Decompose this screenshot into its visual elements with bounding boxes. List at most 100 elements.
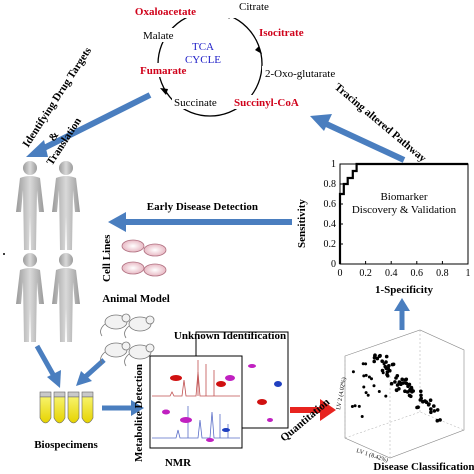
human-figure-icon	[52, 161, 80, 250]
petri-dish-icon	[143, 243, 167, 257]
animal-model-label: Animal Model	[102, 293, 170, 305]
scatter-point	[357, 404, 361, 408]
early-detection-label: Early Disease Detection	[147, 201, 258, 213]
mouse-icon	[124, 315, 155, 339]
scatter-point	[409, 394, 413, 399]
tca-title-line2: CYCLE	[185, 54, 221, 66]
roc-x-tick: 0.8	[436, 268, 449, 279]
scatter-point	[428, 398, 433, 403]
spectrum-peaks	[197, 360, 215, 396]
disease-classification-label: Disease Classification	[373, 461, 474, 473]
roc-x-tick: 0.2	[359, 268, 372, 279]
scatter-point	[423, 399, 427, 403]
scatter-point	[416, 405, 420, 410]
flow-arrows	[26, 92, 410, 421]
tube-icon	[81, 391, 94, 424]
scatter-point	[373, 354, 377, 358]
tracing-arrowhead-icon	[310, 114, 332, 131]
scatter-point	[432, 409, 437, 413]
isocitrate-label: Isocitrate	[259, 27, 304, 39]
roc-x-tick: 0	[338, 268, 343, 279]
roc-xlabel: 1-Specificity	[375, 284, 434, 296]
petri-dish-icon	[121, 239, 145, 253]
scatter-point	[381, 371, 385, 375]
roc-curve	[338, 162, 468, 264]
scatter-point	[427, 402, 431, 406]
human-subjects	[16, 161, 80, 342]
scatter-point	[393, 380, 397, 384]
scatter-point	[378, 353, 382, 358]
scatter-point	[364, 391, 368, 395]
scatter-point	[403, 378, 407, 382]
roc-x-tick: 0.4	[385, 268, 398, 279]
human-figure-icon	[16, 161, 44, 250]
roc-x-tick: 0.6	[411, 268, 424, 279]
citrate-label: Citrate	[239, 1, 269, 13]
scatter-point	[406, 384, 410, 389]
cross-peak	[248, 364, 256, 368]
scatter3d-grid	[344, 330, 465, 458]
scatter-point	[367, 375, 371, 379]
cross-peak	[206, 438, 214, 442]
scatter-point	[385, 374, 390, 378]
cycle-arrowhead-icon	[255, 46, 262, 54]
human-figure-icon	[16, 253, 44, 342]
cross-peak	[216, 381, 226, 387]
scatter-point	[410, 390, 414, 394]
scatter-point	[403, 389, 407, 394]
scatter-point	[435, 418, 440, 423]
scatter3d-box	[344, 329, 465, 459]
arrowhead-icon	[76, 371, 92, 386]
spectrum-trace-blue	[152, 411, 240, 439]
early-detection-arrowhead-icon	[108, 212, 126, 232]
scatter-point	[350, 405, 354, 408]
scatter-point	[438, 418, 442, 422]
scatter-point	[377, 390, 381, 393]
oxoglutarate-label: 2-Oxo-glutarate	[265, 68, 335, 80]
arrowhead-icon	[47, 370, 61, 388]
roc-x-tick: 1	[466, 268, 471, 279]
cross-peak	[180, 417, 192, 423]
animal-to-biospecimen-arrow	[82, 358, 106, 380]
scatter-point	[360, 415, 364, 418]
mouse-icon	[100, 313, 131, 337]
scatter-point	[384, 366, 388, 370]
scatter-point	[389, 381, 394, 386]
scatter-point	[405, 390, 410, 394]
scatter-point	[429, 407, 433, 411]
quantitation-arrowhead-icon	[320, 399, 336, 421]
roc-y-tick: 0	[331, 259, 336, 270]
scatter-point	[409, 385, 414, 390]
scatter-point	[419, 396, 424, 401]
identifying-arrowhead-icon	[26, 140, 48, 157]
cross-peak	[257, 399, 267, 405]
roc-ylabel: Sensitivity	[296, 199, 308, 248]
cross-peak	[267, 418, 273, 422]
oxaloacetate-label: Oxaloacetate	[135, 6, 196, 18]
tracing-label: Tracing altered Pathway	[332, 81, 429, 165]
human-to-biospecimen-arrow	[34, 344, 58, 380]
scatter-point	[380, 359, 385, 364]
mouse-icon	[100, 341, 131, 365]
cross-peak	[225, 375, 235, 381]
roc-box-label-line1: Biomarker	[380, 191, 427, 203]
nmr-label: NMR	[165, 457, 192, 469]
biospecimens-label: Biospecimens	[34, 439, 98, 451]
scatter-point	[435, 408, 440, 412]
roc-y-tick: 0.8	[324, 179, 337, 190]
stray-dot	[3, 253, 5, 255]
fumarate-label: Fumarate	[140, 65, 187, 77]
roc-y-tick: 0.6	[324, 199, 337, 210]
scatter-point	[370, 377, 373, 381]
scatter-point	[362, 374, 366, 378]
succinate-label: Succinate	[174, 97, 217, 109]
scatter-point	[361, 362, 365, 366]
spectrum-trace-red	[152, 371, 240, 397]
arrowhead-icon	[131, 400, 144, 416]
scatter-point	[351, 370, 355, 374]
roc-plot-area	[339, 163, 469, 265]
scatter-point	[364, 362, 368, 366]
scatter-point	[364, 373, 368, 377]
biospecimen-tubes: Biospecimens	[34, 391, 98, 451]
scatter-point	[362, 385, 366, 389]
